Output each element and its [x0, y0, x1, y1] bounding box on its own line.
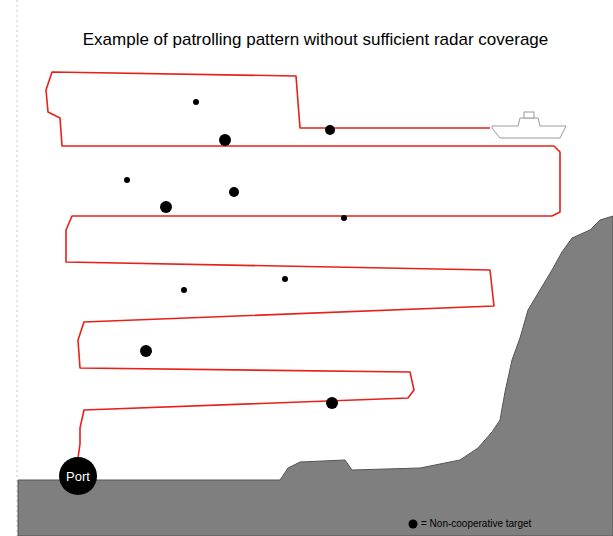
target-dot	[181, 287, 187, 293]
legend-dot	[409, 519, 418, 528]
legend-text: = Non-cooperative target	[421, 518, 531, 529]
target-dot	[325, 125, 335, 135]
target-dot	[160, 201, 172, 213]
frame-line	[17, 0, 18, 536]
target-dot	[193, 99, 199, 105]
land	[18, 216, 613, 536]
ship-icon	[492, 112, 566, 138]
target-dot	[140, 345, 152, 357]
patrol-route	[46, 72, 560, 458]
legend: = Non-cooperative target	[408, 518, 531, 529]
legend-row: = Non-cooperative target	[408, 518, 531, 529]
ship-hull	[492, 118, 566, 138]
target-dot	[124, 177, 130, 183]
port-circle: Port	[59, 457, 97, 495]
port-disc	[59, 457, 97, 495]
ship-bridge	[524, 112, 534, 118]
target-dot	[219, 134, 231, 146]
legend-swatch	[408, 519, 418, 529]
port-label: Port	[66, 469, 90, 484]
title: Example of patrolling pattern without su…	[18, 30, 613, 50]
targets	[124, 99, 347, 409]
target-dot	[326, 397, 338, 409]
target-dot	[229, 187, 239, 197]
target-dot	[282, 276, 288, 282]
target-dot	[341, 215, 347, 221]
